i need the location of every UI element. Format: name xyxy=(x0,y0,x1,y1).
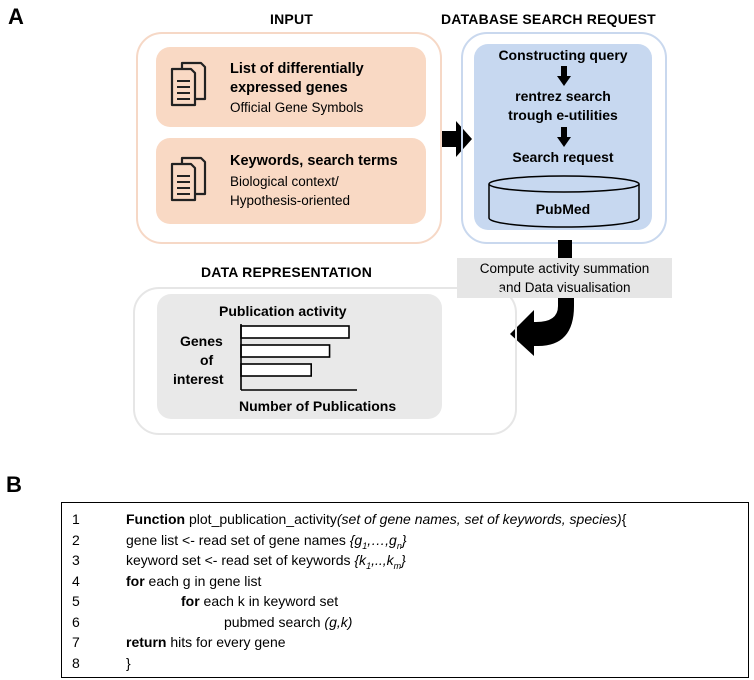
code-text: gene list <- read set of gene names {g1,… xyxy=(126,531,407,551)
pseudocode-box: 1 Function plot_publication_activity(set … xyxy=(61,502,749,678)
publication-activity-box: Publication activity Genes of interest N… xyxy=(157,294,442,419)
bar-1 xyxy=(240,325,350,339)
keywords-box-title: Keywords, search terms xyxy=(230,153,398,169)
code-line: 8} xyxy=(62,653,748,673)
code-text: for each g in gene list xyxy=(126,572,262,589)
pubmed-label: PubMed xyxy=(535,201,591,217)
code-text: pubmed search (g,k) xyxy=(224,613,353,630)
line-number: 1 xyxy=(72,511,80,527)
code-text: return hits for every gene xyxy=(126,634,286,650)
panel-a-letter: A xyxy=(8,4,24,29)
step-search-request: Search request xyxy=(512,149,614,165)
input-container xyxy=(136,32,442,244)
input-section-title: INPUT xyxy=(270,11,313,27)
compute-label: Compute activity summation and Data visu… xyxy=(457,258,672,298)
chart-ylabel-line2: of xyxy=(200,352,214,368)
genes-box-title-line1: List of differentially xyxy=(230,61,364,77)
step-rentrez-line2: trough e-utilities xyxy=(508,107,618,123)
code-text: keyword set <- read set of keywords {k1,… xyxy=(126,552,406,571)
keywords-box-subtitle-line1: Biological context/ xyxy=(230,174,339,189)
chart-title: Publication activity xyxy=(219,303,347,319)
code-text: } xyxy=(126,654,131,671)
representation-container xyxy=(133,287,517,435)
code-text: for each k in keyword set xyxy=(181,593,339,609)
line-number: 5 xyxy=(72,593,80,609)
line-number: 7 xyxy=(72,634,80,650)
database-cylinder-icon xyxy=(488,175,640,228)
code-line: 4 for each g in gene list xyxy=(62,571,748,591)
code-line: 3 keyword set <- read set of keywords {k1… xyxy=(62,550,748,571)
chart-ylabel-line1: Genes xyxy=(180,333,223,349)
step-constructing-query: Constructing query xyxy=(498,47,628,63)
compute-label-line2: and Data visualisation xyxy=(498,280,631,295)
database-search-box: Constructing query rentrez search trough… xyxy=(474,44,652,230)
genes-box-title-line2: expressed genes xyxy=(230,80,348,96)
arrow-right-icon xyxy=(442,121,472,157)
genes-box-subtitle: Official Gene Symbols xyxy=(230,100,364,115)
keywords-input-box: Keywords, search terms Biological contex… xyxy=(156,138,426,224)
document-icon xyxy=(170,61,207,107)
line-number: 8 xyxy=(72,654,80,671)
code-line: 2 gene list <- read set of gene names {g1… xyxy=(62,530,748,551)
bar-2 xyxy=(240,344,331,358)
compute-label-line1: Compute activity summation xyxy=(479,261,650,276)
document-icon xyxy=(170,156,207,202)
line-number: 3 xyxy=(72,552,80,568)
chart-ylabel-line3: interest xyxy=(173,371,224,387)
genes-input-box: List of differentially expressed genes O… xyxy=(156,47,426,127)
arrow-down-icon xyxy=(557,66,571,86)
representation-section-title: DATA REPRESENTATION xyxy=(201,264,373,280)
code-text: Function plot_publication_activity(set o… xyxy=(126,511,627,527)
line-number: 2 xyxy=(72,531,80,548)
code-line: 7 return hits for every gene xyxy=(62,632,748,652)
step-rentrez-line1: rentrez search xyxy=(515,88,611,104)
chart-xlabel: Number of Publications xyxy=(239,398,397,414)
database-section-title: DATABASE SEARCH REQUEST xyxy=(441,11,656,27)
bar-3 xyxy=(240,363,312,377)
code-line: 5 for each k in keyword set xyxy=(62,591,748,611)
line-number: 4 xyxy=(72,572,80,589)
keywords-box-subtitle-line2: Hypothesis-oriented xyxy=(230,193,351,208)
code-line: 1 Function plot_publication_activity(set … xyxy=(62,509,748,529)
curved-arrow-icon xyxy=(510,240,574,356)
code-line: 6 pubmed search (g,k) xyxy=(62,612,748,632)
arrow-down-icon xyxy=(557,127,571,147)
panel-b-letter: B xyxy=(6,472,22,497)
publication-bar-chart xyxy=(240,324,357,391)
line-number: 6 xyxy=(72,613,80,630)
